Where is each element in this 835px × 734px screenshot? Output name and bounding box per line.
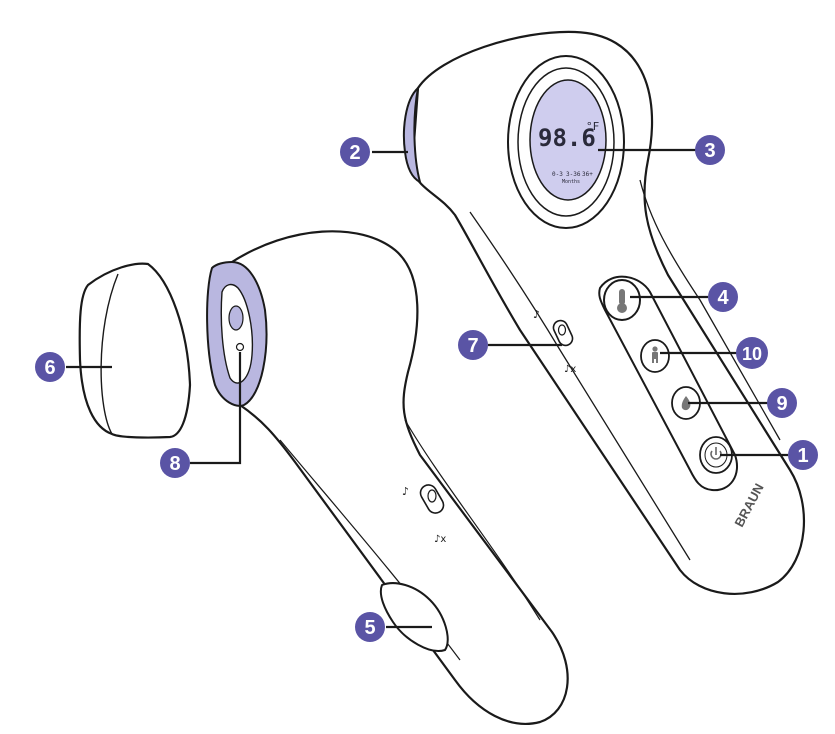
drop-icon xyxy=(681,396,691,411)
temperature-button[interactable] xyxy=(603,279,641,321)
probe-lens-front xyxy=(402,85,422,184)
callout-9: 9 xyxy=(767,388,797,418)
callout-6: 6 xyxy=(35,352,65,382)
bell-icon: ♪ xyxy=(402,485,409,498)
svg-text:9: 9 xyxy=(776,393,787,415)
svg-text:10: 10 xyxy=(742,344,762,364)
sound-switch-front[interactable] xyxy=(551,318,575,347)
age-button[interactable] xyxy=(640,339,670,373)
child-icon xyxy=(652,346,658,363)
callout-2: 2 xyxy=(340,137,370,167)
lcd-unit: °F xyxy=(586,120,599,133)
svg-text:3: 3 xyxy=(704,140,715,162)
svg-text:6: 6 xyxy=(44,357,55,379)
sound-switch-side[interactable] xyxy=(418,482,447,516)
svg-text:2: 2 xyxy=(349,142,360,164)
callout-10: 10 xyxy=(736,337,768,369)
probe-lens-side xyxy=(206,260,268,407)
svg-text:7: 7 xyxy=(467,335,478,357)
bell-muted-icon: ♪x xyxy=(564,364,576,375)
callout-4: 4 xyxy=(708,282,738,312)
callout-3: 3 xyxy=(695,135,725,165)
leader-lines xyxy=(66,148,788,629)
thermometer-side-view xyxy=(230,230,569,725)
svg-text:1: 1 xyxy=(797,445,808,467)
callout-7: 7 xyxy=(458,330,488,360)
grip-recess xyxy=(379,582,449,652)
bell-muted-icon: ♪x xyxy=(434,534,446,545)
callout-8: 8 xyxy=(160,448,190,478)
sensor-hole xyxy=(235,342,245,352)
power-button[interactable] xyxy=(699,436,733,474)
lcd-age-3-36: 3-36 xyxy=(566,171,581,178)
display-assembly: 98.6 °F 0-3 3-36 36+ Months xyxy=(507,55,625,229)
svg-text:8: 8 xyxy=(169,453,180,475)
callouts: 1 2 3 4 5 6 7 8 xyxy=(35,135,818,642)
button-panel xyxy=(598,275,738,492)
bell-icon: ♪ xyxy=(533,308,540,321)
lcd-months: Months xyxy=(562,179,580,185)
lcd-screen xyxy=(529,79,607,201)
fever-guidance-button[interactable] xyxy=(671,386,701,420)
lcd-age-36: 36+ xyxy=(582,171,593,178)
lcd-age-0-3: 0-3 xyxy=(552,171,563,178)
svg-text:5: 5 xyxy=(364,617,375,639)
callout-5: 5 xyxy=(355,612,385,642)
power-icon xyxy=(710,447,722,460)
callout-1: 1 xyxy=(788,440,818,470)
svg-text:4: 4 xyxy=(717,287,729,309)
lcd-reading: 98.6 xyxy=(538,124,596,152)
thermometer-icon xyxy=(617,289,627,313)
lens-cap xyxy=(78,262,192,439)
